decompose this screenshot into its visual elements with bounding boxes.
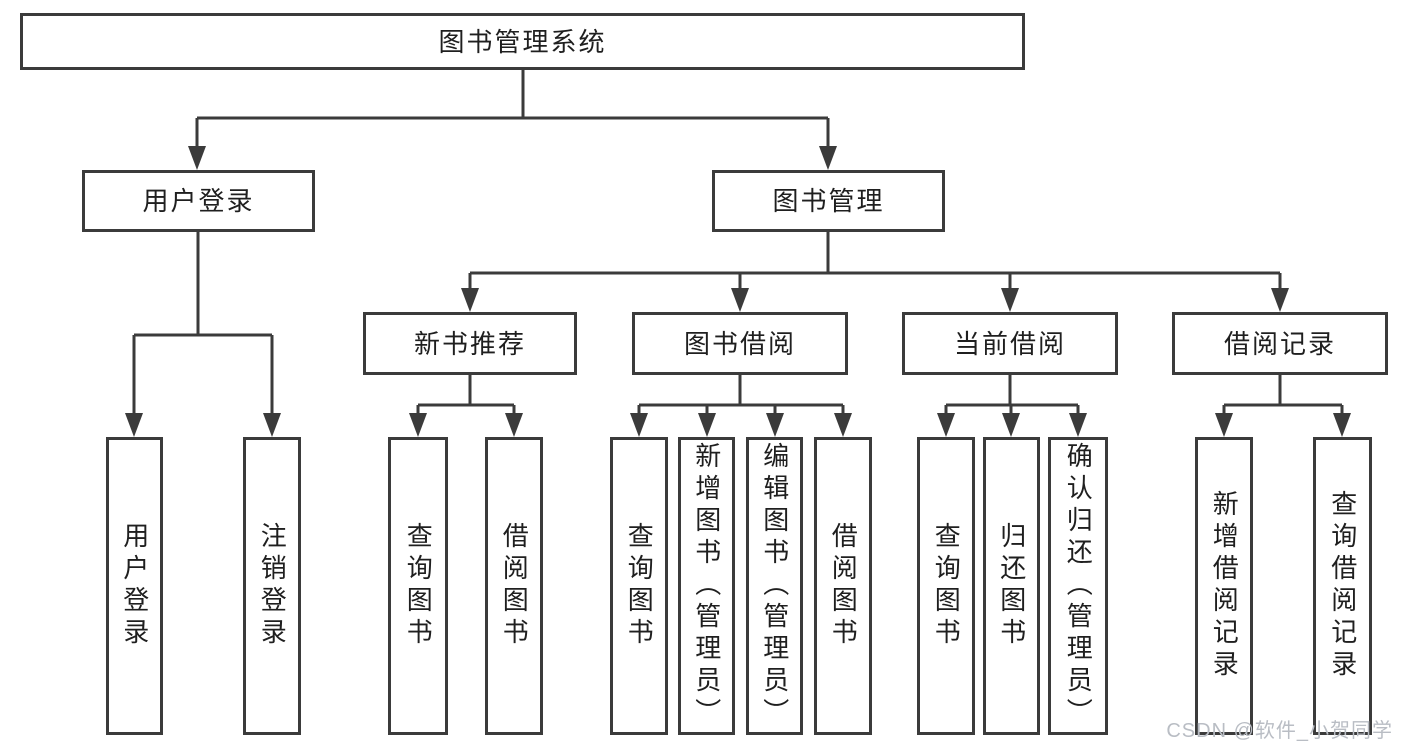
leaf-borrow-books-2-label: 借阅图书 xyxy=(828,522,859,650)
arrowhead xyxy=(698,413,716,437)
leaf-add-books-admin: 新增图书（管理员） xyxy=(678,437,735,735)
arrowhead xyxy=(630,413,648,437)
node-new-book-recommend-label: 新书推荐 xyxy=(413,328,526,359)
node-book-borrowing-label: 图书借阅 xyxy=(683,328,796,359)
leaf-return-books-label: 归还图书 xyxy=(996,522,1027,650)
arrowhead xyxy=(819,146,837,170)
leaf-query-books-2: 查询图书 xyxy=(610,437,668,735)
connector-borrowing-records-branch xyxy=(1215,375,1351,437)
leaf-edit-books-admin-label: 编辑图书（管理员） xyxy=(759,442,790,730)
arrowhead xyxy=(409,413,427,437)
leaf-logout-login: 注销登录 xyxy=(243,437,301,735)
node-book-management-label: 图书管理 xyxy=(772,186,885,216)
node-current-borrowing-label: 当前借阅 xyxy=(953,328,1066,359)
arrowhead xyxy=(263,413,281,437)
leaf-add-borrow-record: 新增借阅记录 xyxy=(1195,437,1253,735)
connector-book-management-to-level3 xyxy=(461,232,1289,312)
node-user-login-label: 用户登录 xyxy=(142,186,255,216)
node-book-management: 图书管理 xyxy=(712,170,945,232)
node-current-borrowing: 当前借阅 xyxy=(902,312,1118,375)
leaf-add-borrow-record-label: 新增借阅记录 xyxy=(1209,490,1240,682)
leaf-return-books: 归还图书 xyxy=(983,437,1040,735)
node-borrowing-records-label: 借阅记录 xyxy=(1223,328,1336,359)
leaf-query-books-2-label: 查询图书 xyxy=(624,522,655,650)
connector-new-book-recommend-branch xyxy=(409,375,523,437)
connector-root-to-level2 xyxy=(188,70,837,170)
leaf-confirm-return-admin-label: 确认归还（管理员） xyxy=(1063,442,1094,730)
arrowhead xyxy=(766,413,784,437)
arrowhead xyxy=(461,288,479,312)
leaf-user-login-label: 用户登录 xyxy=(119,522,150,650)
leaf-confirm-return-admin: 确认归还（管理员） xyxy=(1048,437,1108,735)
node-user-login: 用户登录 xyxy=(82,170,315,232)
arrowhead xyxy=(1333,413,1351,437)
leaf-borrow-books-1-label: 借阅图书 xyxy=(499,522,530,650)
arrowhead xyxy=(1069,413,1087,437)
connector-user-login-branch xyxy=(125,232,281,437)
node-book-borrowing: 图书借阅 xyxy=(632,312,848,375)
arrowhead xyxy=(1001,288,1019,312)
leaf-logout-login-label: 注销登录 xyxy=(257,522,288,650)
arrowhead xyxy=(1002,413,1020,437)
connector-book-borrowing-branch xyxy=(630,375,852,437)
node-new-book-recommend: 新书推荐 xyxy=(363,312,577,375)
leaf-add-books-admin-label: 新增图书（管理员） xyxy=(691,442,722,730)
arrowhead xyxy=(731,288,749,312)
leaf-query-books-1-label: 查询图书 xyxy=(403,522,434,650)
node-borrowing-records: 借阅记录 xyxy=(1172,312,1388,375)
arrowhead xyxy=(125,413,143,437)
watermark-text: CSDN @软件_小贺同学 xyxy=(1166,720,1393,742)
leaf-query-books-3: 查询图书 xyxy=(917,437,975,735)
arrowhead xyxy=(1271,288,1289,312)
arrowhead xyxy=(937,413,955,437)
leaf-query-books-3-label: 查询图书 xyxy=(931,522,962,650)
arrowhead xyxy=(188,146,206,170)
leaf-edit-books-admin: 编辑图书（管理员） xyxy=(746,437,803,735)
connector-current-borrowing-branch xyxy=(937,375,1087,437)
leaf-borrow-books-1: 借阅图书 xyxy=(485,437,543,735)
leaf-query-borrow-record: 查询借阅记录 xyxy=(1313,437,1372,735)
node-library-management-system: 图书管理系统 xyxy=(20,13,1025,70)
leaf-user-login: 用户登录 xyxy=(106,437,163,735)
leaf-query-borrow-record-label: 查询借阅记录 xyxy=(1327,490,1358,682)
arrowhead xyxy=(834,413,852,437)
arrowhead xyxy=(505,413,523,437)
arrowhead xyxy=(1215,413,1233,437)
leaf-query-books-1: 查询图书 xyxy=(388,437,448,735)
leaf-borrow-books-2: 借阅图书 xyxy=(814,437,872,735)
node-library-management-system-label: 图书管理系统 xyxy=(438,26,607,57)
